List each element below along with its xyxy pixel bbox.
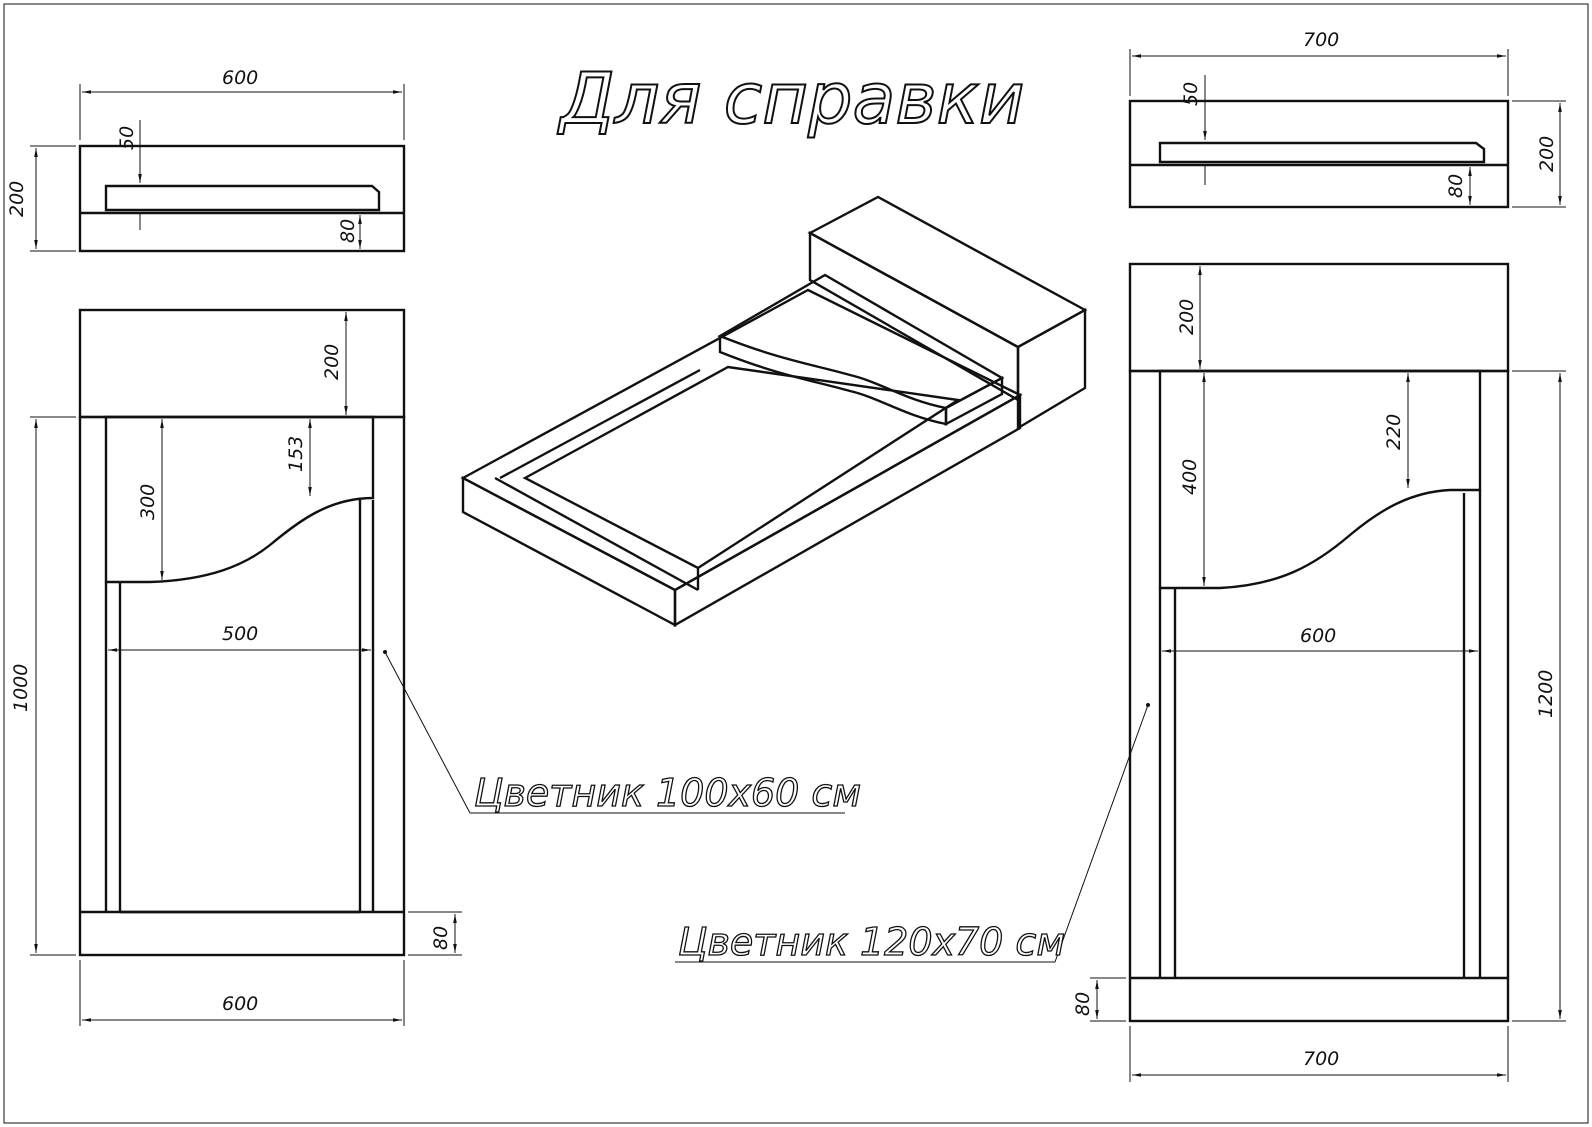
large-plan-length-label: 1200 xyxy=(1535,670,1557,718)
isometric-view xyxy=(460,195,1088,628)
small-plan-slab-label: 300 xyxy=(137,484,159,520)
small-plan-headstone-label: 200 xyxy=(321,344,343,380)
large-plan-view: 200 400 220 600 1200 80 700 Цветник 120x… xyxy=(675,262,1566,1082)
large-side-view: 700 200 50 80 xyxy=(1128,29,1566,209)
small-plan-view: 200 1000 300 153 500 80 600 Цветник 100x… xyxy=(10,308,862,1026)
large-side-slab-label: 50 xyxy=(1180,82,1202,106)
large-plan-bar-label: 80 xyxy=(1072,992,1094,1016)
small-plan-cut-label: 153 xyxy=(285,436,307,472)
large-plan-slab-label: 400 xyxy=(1179,459,1201,495)
large-callout-text: Цветник 120x70 см xyxy=(678,920,1065,964)
small-plan-slab xyxy=(104,415,375,584)
small-plan-length-label: 1000 xyxy=(10,664,32,712)
large-side-slab xyxy=(1158,141,1486,164)
large-plan-width-label: 700 xyxy=(1303,1048,1339,1070)
small-side-slab xyxy=(104,184,381,212)
large-side-height-label: 200 xyxy=(1536,136,1558,172)
large-side-width-label: 700 xyxy=(1303,29,1339,51)
large-plan-cut-label: 220 xyxy=(1383,414,1405,450)
sheet-frame xyxy=(3,3,1589,1124)
large-side-base-label: 80 xyxy=(1445,174,1467,198)
small-plan-width-label: 600 xyxy=(222,993,258,1015)
small-side-height-label: 200 xyxy=(6,181,28,217)
title: Для справки xyxy=(557,58,1024,140)
small-side-width-label: 600 xyxy=(222,67,258,89)
iso-slab-top xyxy=(717,273,1005,410)
small-side-slab-label: 50 xyxy=(116,126,138,150)
small-plan-inner-width-label: 500 xyxy=(222,623,258,645)
small-callout-text: Цветник 100x60 см xyxy=(474,771,861,815)
large-plan-inner-width-label: 600 xyxy=(1300,625,1336,647)
large-plan-headstone-label: 200 xyxy=(1176,299,1198,335)
small-side-base-label: 80 xyxy=(337,219,359,243)
small-plan-bar-label: 80 xyxy=(430,926,452,950)
large-plan-slab xyxy=(1158,369,1482,590)
small-side-view: 600 200 50 80 xyxy=(6,67,406,253)
